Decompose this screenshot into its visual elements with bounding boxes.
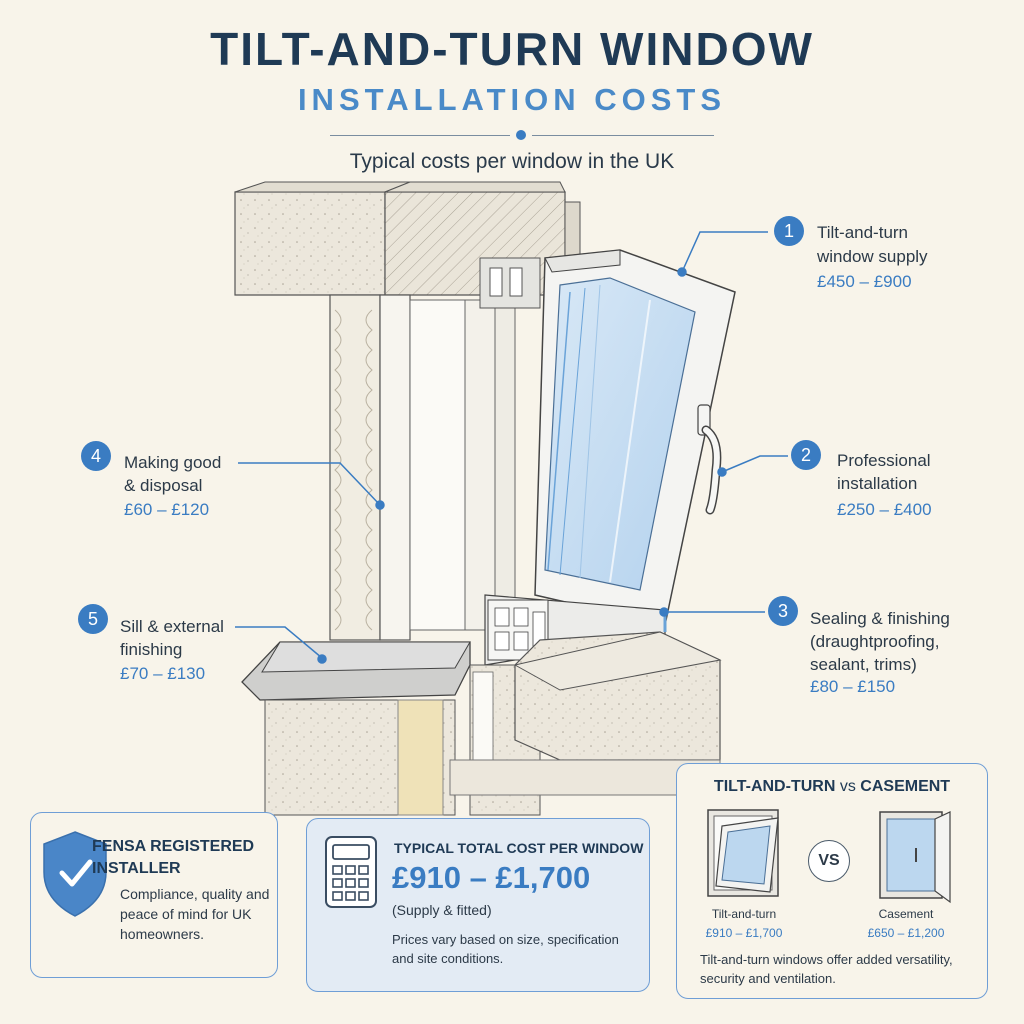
tilt-turn-sash [534,249,736,626]
callout-number-1: 1 [774,216,804,246]
page-subtitle: INSTALLATION COSTS [297,82,727,117]
callout-1-price: £450 – £900 [817,272,912,291]
comparison-note: Tilt-and-turn windows offer added versat… [700,952,953,986]
comparison-right-price: £650 – £1,200 [867,926,945,940]
total-cost-note: Prices vary based on size, specification… [392,932,619,966]
callout-4-price: £60 – £120 [124,500,210,519]
comparison-left-name: Tilt-and-turn [711,907,777,921]
callout-4-label-line2: & disposal [124,476,203,495]
callout-5-label-line1: Sill & external [120,617,224,636]
comparison-heading-left: TILT-AND-TURN [713,778,836,795]
leader-lines [235,231,788,664]
callout-number-4: 4 [81,441,111,471]
comparison-right-name: Casement [878,907,934,921]
callout-1-label-line2: window supply [817,247,928,266]
total-cost-price: £910 – £1,700 [392,860,591,895]
divider-left [330,135,510,136]
callout-number-5: 5 [78,604,108,634]
callout-3-price: £80 – £150 [810,677,896,696]
page-title: TILT-AND-TURN WINDOW [210,23,814,75]
divider-dot [516,130,526,140]
callout-number-2: 2 [791,440,821,470]
masonry-base [264,631,722,816]
fensa-text: Compliance, quality and peace of mind fo… [120,886,270,942]
divider-right [532,135,714,136]
callout-5-price: £70 – £130 [120,664,206,683]
window-sill [241,641,471,701]
callout-1-label-line1: Tilt-and-turn [817,223,909,242]
tagline: Typical costs per window in the UK [349,150,675,173]
callout-3-label-line1: Sealing & finishing [810,609,950,628]
wall-reveal [329,257,541,641]
comparison-heading-right: CASEMENT [860,778,951,795]
vs-badge: VS [808,840,850,882]
callout-2-label-line2: installation [837,474,918,493]
total-cost-heading: TYPICAL TOTAL COST PER WINDOW [394,840,644,856]
comparison-left-price: £910 – £1,700 [705,926,783,940]
comparison-heading: TILT-AND-TURN vs CASEMENT [678,778,986,796]
callout-2-price: £250 – £400 [837,500,932,519]
comparison-heading-vs: vs [839,778,856,795]
callout-4-label-line1: Making good [124,453,222,472]
callout-number-3: 3 [768,596,798,626]
callout-2-label-line1: Professional [837,451,931,470]
callout-3-label-line2: (draughtproofing, [810,632,940,651]
fensa-title: FENSA REGISTERED INSTALLER [92,838,255,877]
frame-profile [484,594,667,666]
callout-3-label-line3: sealant, trims) [810,655,917,674]
callout-5-label-line2: finishing [120,640,183,659]
total-cost-subtitle: (Supply & fitted) [392,902,492,918]
